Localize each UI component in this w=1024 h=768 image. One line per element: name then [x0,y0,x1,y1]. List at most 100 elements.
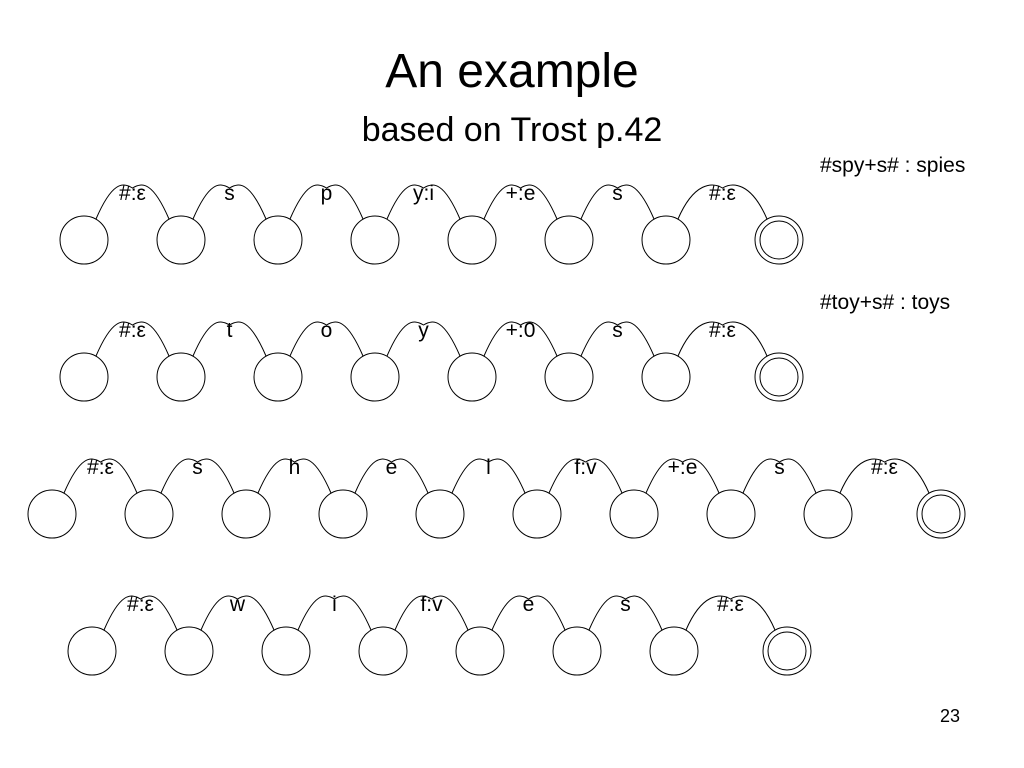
state [415,489,465,539]
transition-label: #:ε [87,456,114,479]
transition-arc [483,321,558,357]
transition-label: #:ε [119,182,146,205]
fst-row-1: #:ε s p y:i +:e s #:ε [59,182,804,265]
final-state [754,352,804,402]
transition-label: f:v [574,456,597,479]
transition-label: +:e [668,456,698,479]
state [455,626,505,676]
transition-arc [63,458,138,494]
page-number: 23 [939,706,961,726]
state [221,489,271,539]
transition-label: e [386,456,398,479]
transition-arc [645,458,720,494]
state [706,489,756,539]
state [67,626,117,676]
transition-label: #:ε [127,593,154,616]
transition-arc [677,321,768,357]
transition-label: +:e [506,182,536,205]
example-caption: #toy+s# : toys [820,291,950,314]
transition-label: s [612,182,623,205]
state [59,352,109,402]
state [27,489,77,539]
transition-arc [386,321,461,357]
transition-label: y:i [413,182,434,205]
transition-arc [580,184,655,220]
state [164,626,214,676]
final-state-inner-ring [767,631,807,671]
state [552,626,602,676]
transition-label: f:v [420,593,443,616]
transition-arc [548,458,623,494]
transition-label: #:ε [717,593,744,616]
transition-arc [742,458,817,494]
transition-arc [386,184,461,220]
transition-arc [491,595,566,631]
transition-arc [588,595,663,631]
transition-label: y [418,319,429,342]
transition-arc [160,458,235,494]
state [318,489,368,539]
transition-arc [297,595,372,631]
transition-arc [289,184,364,220]
final-state-inner-ring [921,494,961,534]
transition-arc [580,321,655,357]
final-state [916,489,966,539]
transition-label: l [486,456,491,479]
example-caption: #spy+s# : spies [820,154,965,177]
final-state [754,215,804,265]
transition-arc [354,458,429,494]
transition-label: s [224,182,235,205]
state [641,215,691,265]
transition-label: e [523,593,535,616]
transition-label: o [321,319,333,342]
transition-label: s [620,593,631,616]
state [803,489,853,539]
transition-label: +:0 [506,319,536,342]
transition-arc [677,184,768,220]
transition-label: p [321,182,333,205]
final-state [762,626,812,676]
state [156,215,206,265]
transition-arc [483,184,558,220]
final-state-inner-ring [759,357,799,397]
transition-arc [839,458,930,494]
slide-title: An example [385,45,639,98]
transition-label: #:ε [709,319,736,342]
transition-arc [685,595,776,631]
state [544,215,594,265]
transition-arc [103,595,178,631]
state [253,215,303,265]
transition-label: #:ε [119,319,146,342]
transition-arc [257,458,332,494]
transition-label: #:ε [871,456,898,479]
transition-label: #:ε [709,182,736,205]
state [609,489,659,539]
transition-arc [451,458,526,494]
state [544,352,594,402]
transition-arc [192,321,267,357]
transition-arc [95,321,170,357]
transition-label: s [774,456,785,479]
state [447,352,497,402]
state [253,352,303,402]
state [447,215,497,265]
state [156,352,206,402]
final-state-inner-ring [759,220,799,260]
slide-subtitle: based on Trost p.42 [361,111,663,149]
transition-label: s [192,456,203,479]
transition-arc [200,595,275,631]
transition-label: w [229,593,246,616]
transition-arc [394,595,469,631]
state [649,626,699,676]
transition-arc [192,184,267,220]
state [261,626,311,676]
state [124,489,174,539]
transition-label: h [289,456,301,479]
state [350,215,400,265]
transition-label: s [612,319,623,342]
fst-row-3: #:ε s h e l f:v +:e s #:ε [27,456,966,539]
transition-arc [95,184,170,220]
